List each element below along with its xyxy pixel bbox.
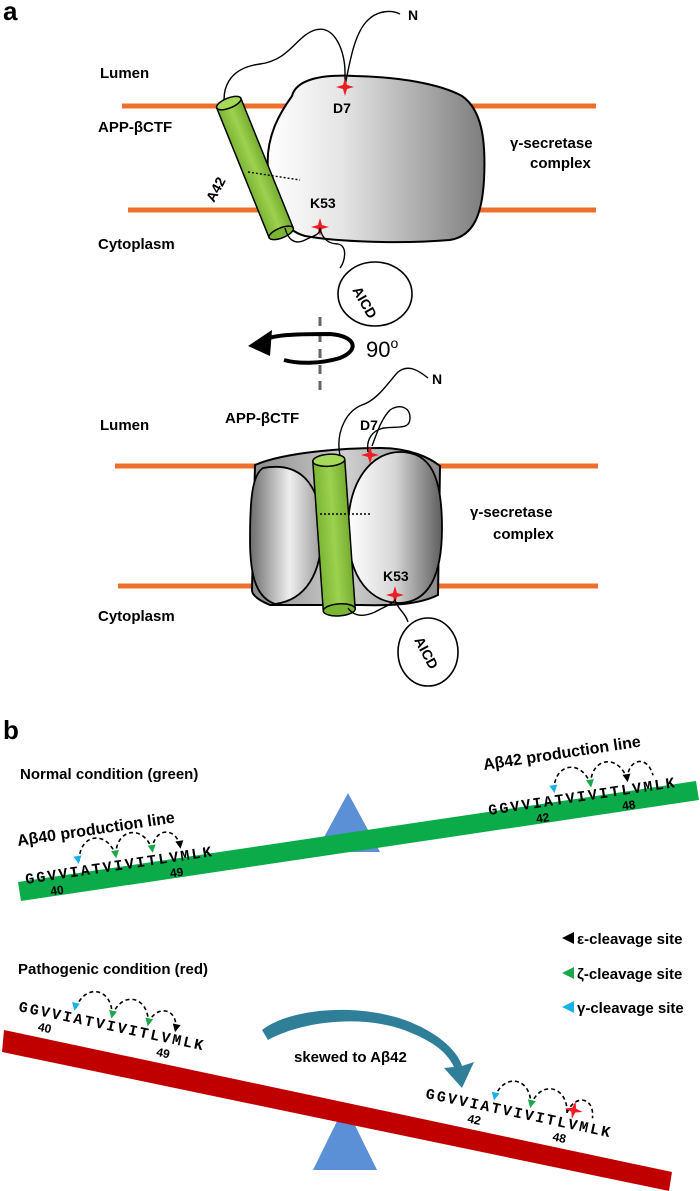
top-a42-label: A42: [203, 174, 229, 204]
top-aicd-ellipse: [337, 261, 413, 327]
pathogenic-num-40: 40: [37, 1020, 53, 1037]
skew-arrow: [262, 1009, 474, 1088]
legend-gamma-marker: [562, 1001, 574, 1013]
legend-epsilon-marker: [562, 932, 574, 944]
pathogenic-num-48: 48: [551, 1130, 567, 1147]
panel-a-letter: a: [3, 0, 18, 26]
top-substrate-label: APP-βCTF: [98, 119, 172, 136]
pathogenic-ab40-epsilon-marker: [172, 1023, 181, 1033]
pathogenic-ab40-gamma-marker: [72, 1002, 80, 1011]
top-c-terminal-tether: [284, 227, 346, 269]
normal-ab40-epsilon-marker: [175, 840, 184, 849]
normal-ab40-arc-3: [151, 831, 181, 851]
pathogenic-ab42-arc-3: [566, 1099, 594, 1119]
pathogenic-fulcrum: [313, 1105, 377, 1170]
normal-ab40-zeta-marker-1: [111, 849, 119, 859]
normal-ab40-arc-1: [78, 837, 117, 861]
pathogenic-condition-label: Pathogenic condition (red): [18, 961, 208, 978]
pathogenic-ab42-zeta-marker: [527, 1099, 536, 1109]
bottom-complex-label-line1: γ-secretase: [470, 504, 553, 521]
top-n-terminus-label: N: [408, 7, 418, 23]
pathogenic-ab40-arc-3: [147, 1009, 177, 1030]
normal-ab42-zeta-marker: [585, 779, 594, 788]
top-app-helix: [215, 95, 295, 241]
bottom-complex-label-line2: complex: [493, 526, 555, 543]
rotation-angle: 90o: [366, 335, 398, 362]
pathogenic-num-49: 49: [155, 1045, 171, 1062]
panel-b-letter: b: [3, 715, 19, 745]
bottom-cytoplasm-label: Cytoplasm: [98, 608, 175, 625]
pathogenic-ab40-arc-1: [75, 990, 113, 1016]
normal-ab42-arc-1: [553, 766, 592, 791]
normal-num-49: 49: [169, 865, 185, 881]
pathogenic-ab40-zeta-marker-2: [145, 1017, 154, 1027]
top-complex-label-line1: γ-secretase: [510, 135, 593, 152]
bottom-d7-star: [361, 446, 379, 464]
bottom-n-terminus-label: N: [432, 371, 442, 387]
legend-zeta-marker: [562, 967, 574, 979]
normal-ab42-arc-2: [589, 761, 628, 785]
legend-epsilon-label: ε-cleavage site: [577, 931, 683, 948]
top-n-terminal-loop: [223, 10, 401, 113]
rotation-arrow: [254, 331, 355, 365]
top-cytoplasm-label: Cytoplasm: [98, 236, 175, 253]
normal-ab42-line-label: Aβ42 production line: [482, 734, 642, 774]
bottom-lumen-label: Lumen: [100, 417, 149, 434]
normal-ab42-epsilon-marker: [622, 773, 631, 783]
normal-ab40-line-label: Aβ40 production line: [16, 810, 176, 850]
pathogenic-mutation-star: [564, 1101, 583, 1119]
normal-num-48: 48: [621, 797, 637, 813]
normal-ab40-arc-2: [114, 831, 154, 856]
pathogenic-ab40-arc-2: [111, 998, 150, 1024]
rotation-arrowhead: [248, 330, 272, 356]
top-d7-label: D7: [333, 100, 351, 116]
skewed-label: skewed to Aβ42: [294, 1049, 407, 1066]
bottom-d7-label: D7: [360, 417, 378, 433]
pathogenic-num-42: 42: [466, 1111, 482, 1128]
bottom-k53-label: K53: [383, 568, 409, 584]
cleavage-legend: ε-cleavage site ζ-cleavage site γ-cleava…: [562, 931, 684, 1017]
bottom-substrate-label: APP-βCTF: [225, 410, 299, 427]
bottom-app-helix: [312, 453, 356, 617]
top-k53-star: [311, 218, 329, 236]
normal-ab42-gamma-marker: [549, 784, 558, 794]
top-gamma-secretase-blob: [266, 74, 486, 244]
pathogenic-ab40-zeta-marker-1: [109, 1009, 118, 1019]
pathogenic-ab42-arc-1: [493, 1080, 532, 1106]
normal-ab42-arc-3: [626, 760, 654, 780]
bottom-n-terminal-loop: [338, 367, 429, 457]
pathogenic-ab42-gamma-marker: [491, 1091, 500, 1101]
top-k53-label: K53: [310, 195, 336, 211]
bottom-right-lobe: [347, 451, 443, 604]
normal-beam: [18, 781, 699, 901]
pathogenic-beam: [2, 1030, 672, 1191]
top-lumen-label: Lumen: [100, 65, 149, 82]
legend-gamma-label: γ-cleavage site: [577, 1000, 684, 1017]
top-d7-star: [336, 78, 354, 96]
normal-ab40-zeta-marker-2: [147, 844, 156, 853]
normal-ab40-gamma-marker: [73, 855, 82, 865]
top-a42-line: [247, 171, 301, 181]
pathogenic-ab42-arc-2: [530, 1088, 568, 1113]
top-complex-label-line2: complex: [530, 155, 592, 172]
bottom-aicd-ellipse: [397, 617, 459, 687]
normal-num-42: 42: [535, 810, 551, 826]
bottom-c-terminal-tether: [347, 598, 409, 623]
bottom-left-lobe: [249, 466, 323, 605]
normal-num-40: 40: [49, 883, 65, 899]
legend-zeta-label: ζ-cleavage site: [577, 966, 682, 983]
normal-condition-label: Normal condition (green): [20, 766, 198, 783]
bottom-k53-star: [386, 586, 404, 604]
